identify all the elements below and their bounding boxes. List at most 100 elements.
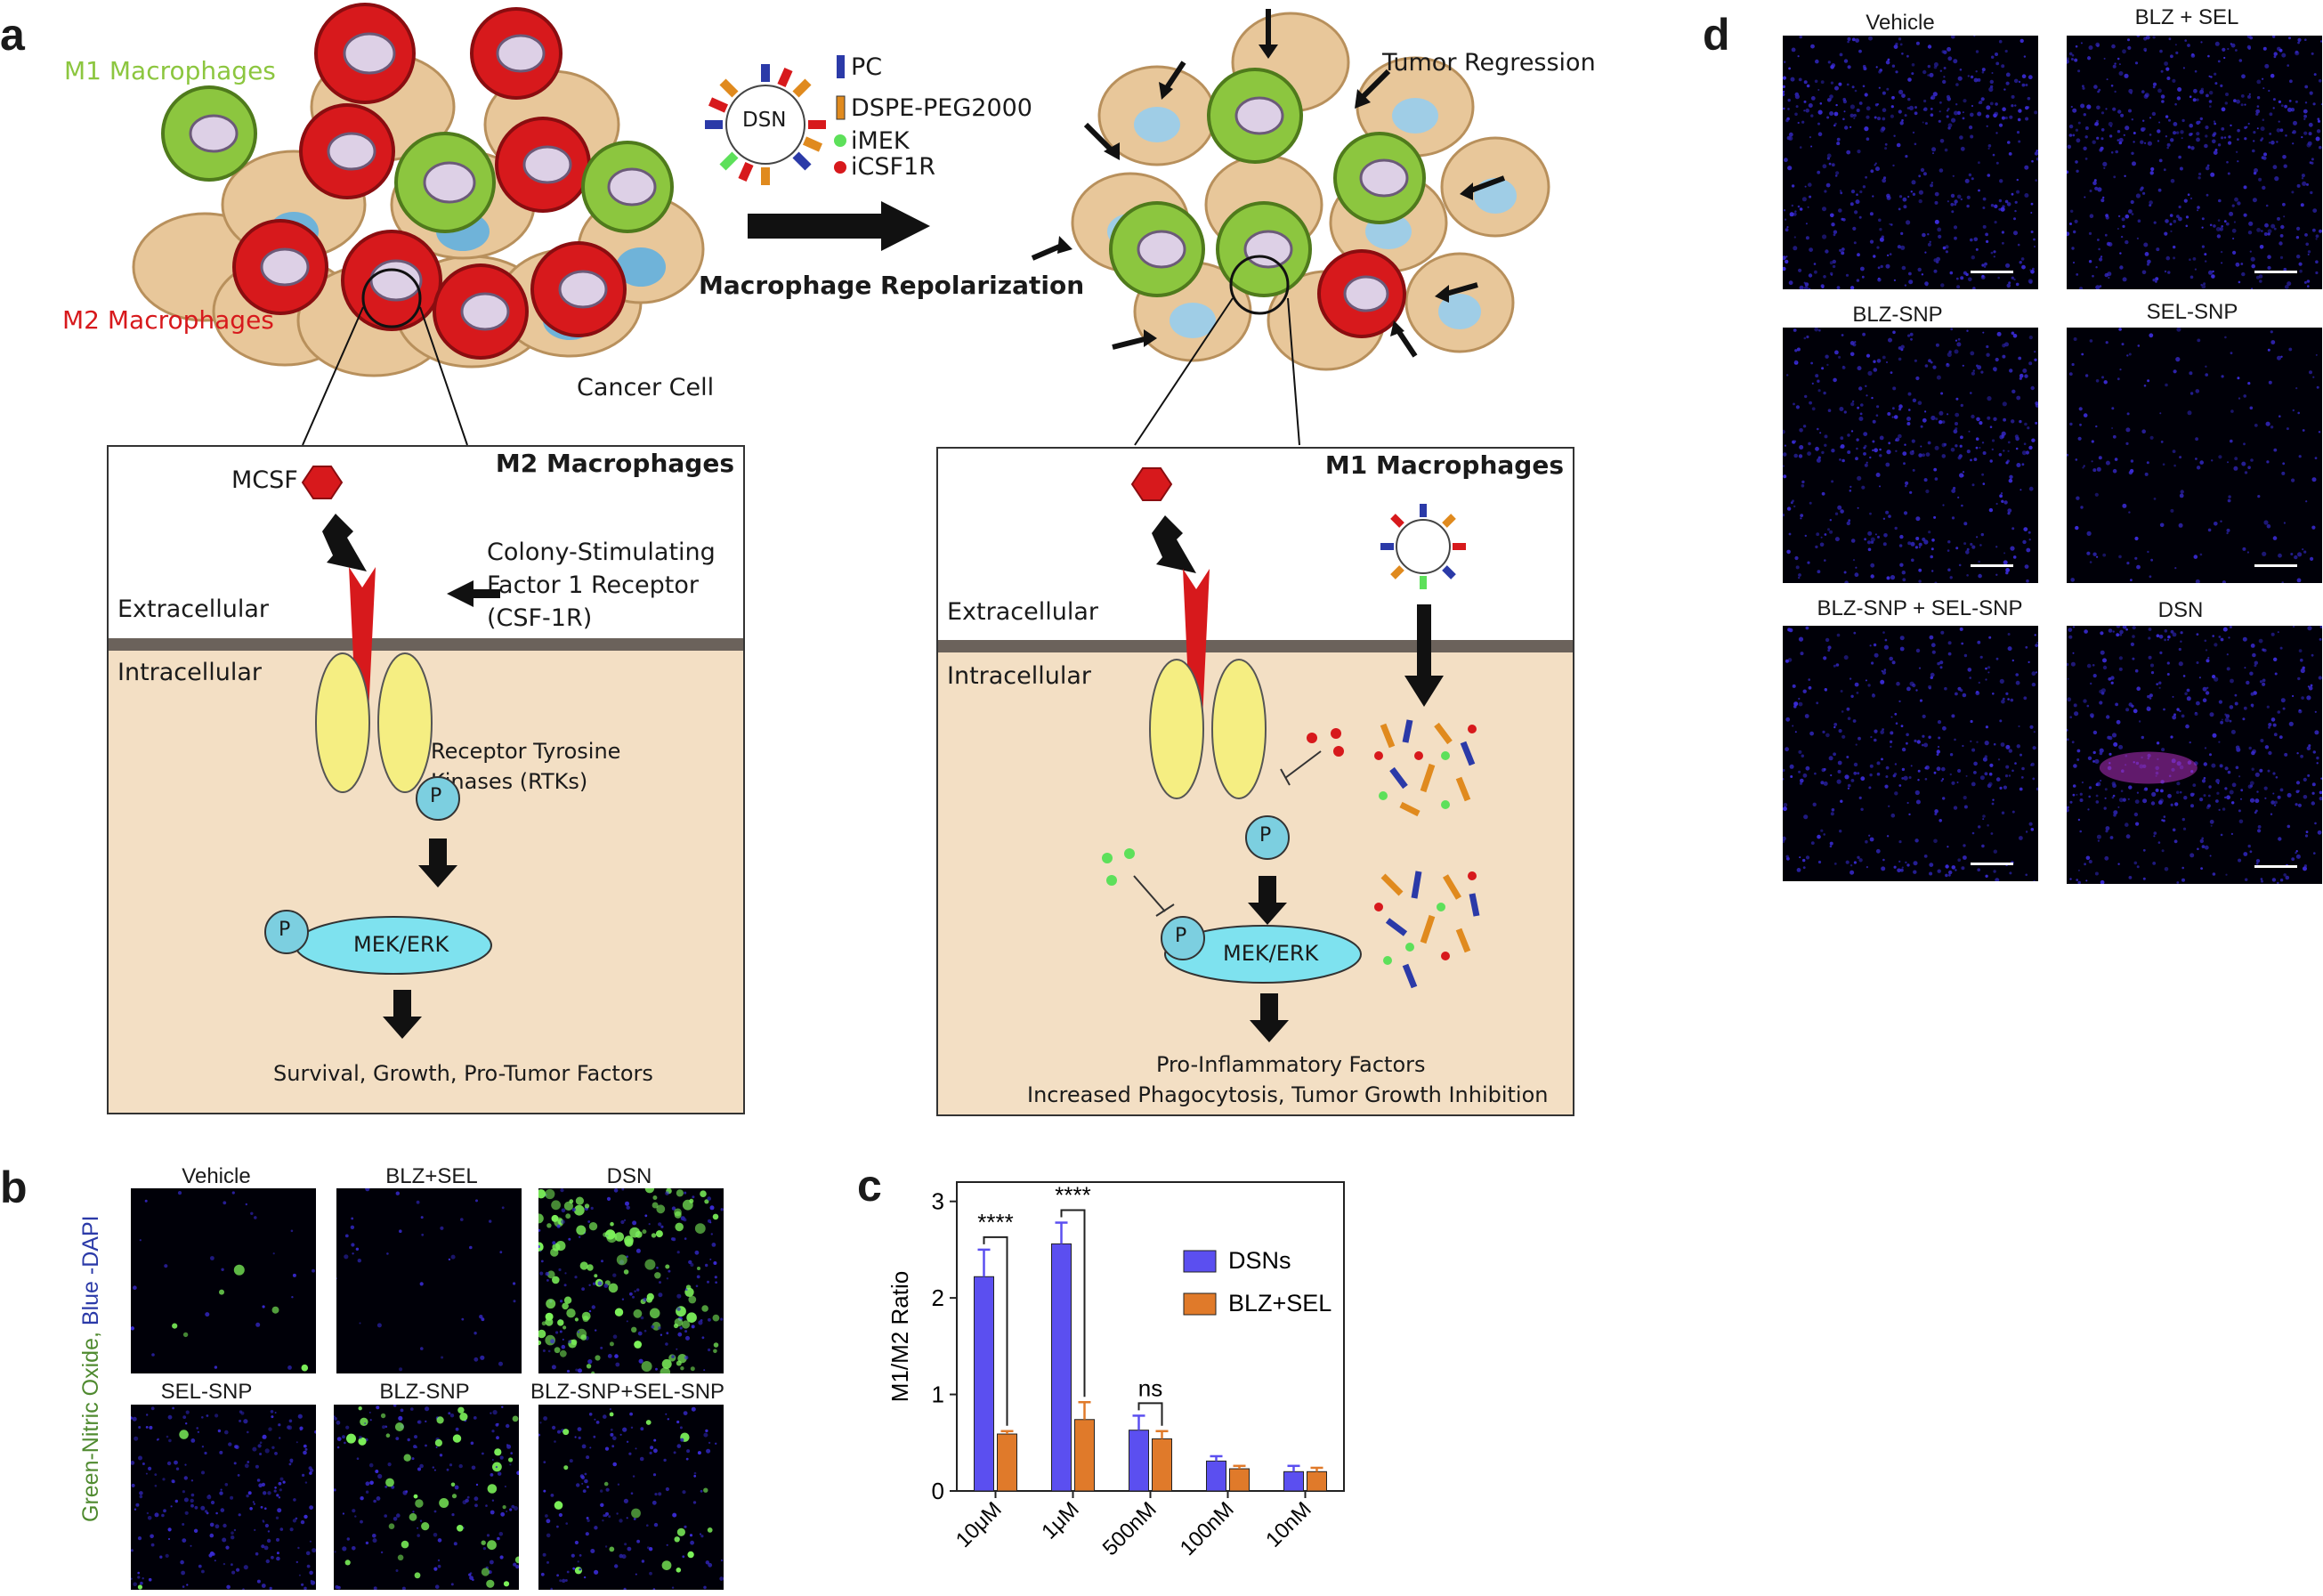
panel-b-ylabel: Green-Nitric Oxide, Blue -DAPI — [78, 1215, 103, 1522]
significance-label: **** — [1055, 1182, 1090, 1209]
y-tick-label: 2 — [932, 1284, 944, 1311]
m2-pathway-graphic — [264, 466, 500, 1039]
micrograph-d-vehicle — [1783, 36, 2038, 289]
m1-signaling-box: M1 Macrophages Extracellular Intracellul… — [936, 447, 1574, 1116]
micrograph-title: SEL-SNP — [160, 1380, 253, 1404]
micrograph-title: BLZ-SNP + SEL-SNP — [1817, 596, 2023, 620]
micrograph-b-dsn — [538, 1188, 724, 1373]
micrograph-b-blz-snp-sel-snp — [538, 1405, 724, 1590]
extracellular-label: Extracellular — [947, 598, 1098, 626]
x-tick-label: 10μM — [951, 1497, 1007, 1552]
arrow-down-icon — [322, 514, 367, 571]
micrograph-title: BLZ + SEL — [2134, 5, 2239, 29]
micrograph-texture — [2067, 36, 2322, 289]
m2-signaling-box: M2 Macrophages MCSF Colony-Stimulating F… — [107, 445, 745, 1114]
receptor-label-1: Colony-Stimulating — [487, 539, 716, 566]
bar — [997, 1433, 1017, 1492]
micrograph-title: BLZ+SEL — [385, 1164, 478, 1188]
bar — [1229, 1468, 1250, 1492]
repolarization-arrow — [748, 201, 930, 251]
legend-pc-label: PC — [851, 53, 883, 81]
panel-label-a: a — [0, 10, 25, 60]
dsn-nanoparticle-icon — [705, 64, 826, 185]
intracellular-label: Intracellular — [117, 659, 263, 686]
y-tick-label: 3 — [932, 1188, 944, 1215]
bar — [1074, 1419, 1095, 1492]
x-tick-label: 500nM — [1098, 1497, 1162, 1560]
micrograph-title: SEL-SNP — [2146, 300, 2238, 324]
m1-outcome-label-1: Pro-Inflammatory Factors — [1156, 1052, 1426, 1077]
bar — [1283, 1470, 1304, 1492]
significance-bracket — [983, 1235, 1008, 1426]
bar — [974, 1276, 994, 1492]
m1-pathway-graphic — [1102, 467, 1480, 1042]
legend-icsf1r-label: iCSF1R — [851, 153, 935, 181]
m1-outcome-label-2: Increased Phagocytosis, Tumor Growth Inh… — [1027, 1082, 1549, 1107]
x-tick-label: 1μM — [1037, 1497, 1083, 1543]
tumor-illustration — [132, 3, 1550, 446]
micrograph-texture — [1783, 328, 2038, 583]
micrograph-b-blz-sel — [336, 1188, 522, 1373]
legend-label: BLZ+SEL — [1228, 1290, 1331, 1316]
micrograph-title: Vehicle — [182, 1164, 251, 1188]
dsn-nanoparticle-icon — [1380, 504, 1466, 589]
legend-swatch — [1183, 1250, 1217, 1273]
y-axis-label: M1/M2 Ratio — [886, 1271, 913, 1402]
micrograph-texture — [1783, 36, 2038, 289]
arrow-left-icon — [447, 580, 500, 607]
receptor-label-2: Factor 1 Receptor — [487, 571, 699, 599]
receptor-label-3: (CSF-1R) — [487, 604, 593, 632]
x-tick-label: 10nM — [1261, 1497, 1316, 1552]
y-tick-label: 1 — [932, 1381, 944, 1408]
bar — [1152, 1438, 1172, 1492]
left-tumor-mass — [132, 3, 705, 446]
rtk-label-1: Receptor Tyrosine — [431, 739, 621, 764]
micrograph-texture — [131, 1191, 315, 1372]
right-tumor-mass — [1031, 9, 1550, 446]
micrograph-b-sel-snp — [131, 1405, 316, 1590]
micrograph-title: BLZ-SNP — [379, 1380, 470, 1404]
legend-swatch — [1183, 1292, 1217, 1316]
micrograph-texture — [1783, 626, 2038, 881]
micrograph-texture — [336, 1188, 516, 1372]
micrograph-d-dsn — [2067, 626, 2322, 884]
legend-swatches — [834, 55, 846, 174]
panel-label-b: b — [0, 1163, 28, 1212]
m1-macrophages-label: M1 Macrophages — [64, 56, 276, 85]
legend-imek-label: iMEK — [851, 127, 910, 155]
panel-label-d: d — [1703, 10, 1730, 60]
significance-label: ns — [1138, 1374, 1162, 1401]
repolarization-label: Macrophage Repolarization — [699, 271, 1085, 300]
micrograph-texture — [2067, 626, 2322, 884]
micrograph-title: BLZ-SNP+SEL-SNP — [530, 1380, 725, 1404]
dsn-disassembled-icon — [1380, 719, 1480, 989]
tumor-regression-label: Tumor Regression — [1382, 49, 1596, 77]
bar — [1051, 1243, 1072, 1492]
micrograph-title: DSN — [606, 1164, 652, 1188]
micrograph-b-blz-snp — [334, 1405, 519, 1590]
micrograph-texture — [538, 1406, 724, 1590]
panel-label-c: c — [857, 1161, 882, 1211]
m2-box-title: M2 Macrophages — [495, 449, 734, 478]
mcsf-ligand-icon — [301, 466, 344, 499]
bar — [1307, 1470, 1327, 1492]
micrograph-d-blz-sel — [2067, 36, 2322, 289]
phospho-icon — [416, 776, 460, 821]
micrograph-d-sel-snp — [2067, 328, 2322, 583]
bar — [1206, 1460, 1226, 1492]
x-tick-label: 100nM — [1176, 1497, 1239, 1560]
extracellular-label: Extracellular — [117, 595, 269, 623]
micrograph-texture — [131, 1406, 316, 1590]
micrograph-texture — [334, 1405, 519, 1590]
legend-label: DSNs — [1228, 1247, 1291, 1274]
micrograph-texture — [538, 1188, 724, 1373]
micrograph-texture — [2067, 328, 2321, 583]
m2-macrophages-label: M2 Macrophages — [62, 305, 274, 335]
significance-label: **** — [977, 1209, 1013, 1235]
significance-bracket — [1060, 1209, 1086, 1398]
micrograph-title: BLZ-SNP — [1852, 303, 1943, 327]
micrograph-title: DSN — [2157, 598, 2204, 622]
mcsf-label: MCSF — [231, 466, 298, 494]
legend-dsn-label: DSN — [742, 109, 787, 132]
y-tick-label: 0 — [932, 1478, 944, 1504]
